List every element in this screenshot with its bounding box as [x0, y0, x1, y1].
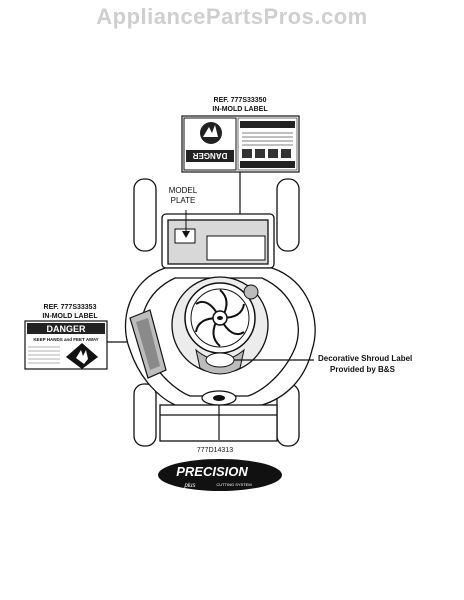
engine-shroud	[171, 276, 269, 375]
precision-logo: PRECISION plus CUTTING SYSTEM	[158, 459, 282, 491]
model-plate-line1: MODEL	[168, 186, 198, 195]
shroud-line1: Decorative Shroud Label	[318, 354, 413, 363]
precision-logo-tag: CUTTING SYSTEM	[216, 482, 251, 487]
model-plate-line2: PLATE	[170, 196, 196, 205]
top-label-callout: REF. 777S33350 IN-MOLD LABEL	[200, 96, 280, 114]
top-label-danger-text: DANGER	[192, 151, 227, 160]
shroud-callout: Decorative Shroud Label Provided by B&S	[318, 353, 450, 375]
front-oval-label	[201, 390, 237, 440]
discharge-chute	[129, 309, 167, 379]
top-label-type: IN-MOLD LABEL	[212, 106, 268, 113]
shroud-line2: Provided by B&S	[330, 365, 395, 374]
watermark-text: AppliancePartsPros.com	[96, 4, 368, 29]
bottom-part-number: 777D14313	[196, 447, 234, 454]
top-in-mold-label: DANGER	[181, 115, 300, 173]
precision-logo-brand: PRECISION	[176, 464, 248, 479]
top-label-ref: REF. 777S33350	[213, 97, 267, 104]
left-danger-subtitle: KEEP HANDS and FEET AWAY	[33, 337, 98, 342]
model-plate	[174, 210, 266, 261]
left-danger-title: DANGER	[46, 324, 86, 334]
bottom-part-callout: 777D14313	[190, 446, 240, 456]
left-danger-label: DANGER KEEP HANDS and FEET AWAY	[24, 320, 108, 370]
left-label-type: IN-MOLD LABEL	[42, 313, 98, 320]
precision-logo-sub: plus	[183, 483, 195, 489]
left-label-ref: REF. 777S33353	[43, 304, 97, 311]
left-label-callout: REF. 777S33353 IN-MOLD LABEL	[30, 303, 110, 321]
model-plate-callout: MODEL PLATE	[158, 186, 208, 206]
